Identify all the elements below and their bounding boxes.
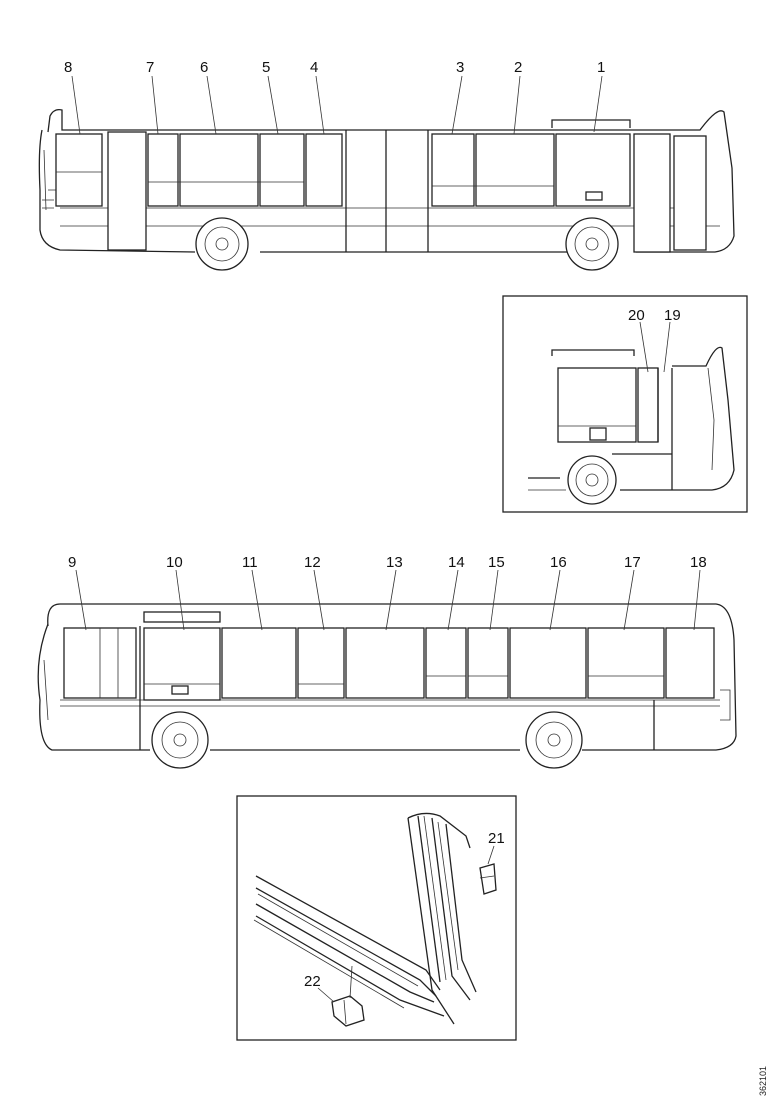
callout-22: 22 bbox=[304, 973, 321, 990]
callout-15: 15 bbox=[488, 554, 505, 571]
callout-1: 1 bbox=[597, 59, 605, 76]
leader-lines-middle bbox=[75, 569, 701, 631]
callout-4: 4 bbox=[310, 59, 318, 76]
callout-18: 18 bbox=[690, 554, 707, 571]
leader-lines-top bbox=[71, 75, 603, 135]
callout-17: 17 bbox=[624, 554, 641, 571]
reference-code: 362101 bbox=[758, 1066, 768, 1097]
callout-9: 9 bbox=[68, 554, 76, 571]
callout-2: 2 bbox=[514, 59, 522, 76]
callout-11: 11 bbox=[242, 554, 258, 571]
callout-13: 13 bbox=[386, 554, 403, 571]
callout-6: 6 bbox=[200, 59, 208, 76]
callout-12: 12 bbox=[304, 554, 321, 571]
callout-5: 5 bbox=[262, 59, 270, 76]
callout-21: 21 bbox=[488, 830, 505, 847]
callout-16: 16 bbox=[550, 554, 567, 571]
callout-3: 3 bbox=[456, 59, 464, 76]
callout-20: 20 bbox=[628, 307, 645, 324]
callout-7: 7 bbox=[146, 59, 154, 76]
detail-box-window-seal bbox=[236, 795, 517, 1041]
articulated-bus-side-view bbox=[38, 108, 735, 271]
detail-box-front-window bbox=[502, 295, 748, 513]
callout-19: 19 bbox=[664, 307, 681, 324]
callout-8: 8 bbox=[64, 59, 72, 76]
callout-10: 10 bbox=[166, 554, 183, 571]
callout-14: 14 bbox=[448, 554, 465, 571]
rigid-bus-side-view bbox=[37, 603, 737, 769]
